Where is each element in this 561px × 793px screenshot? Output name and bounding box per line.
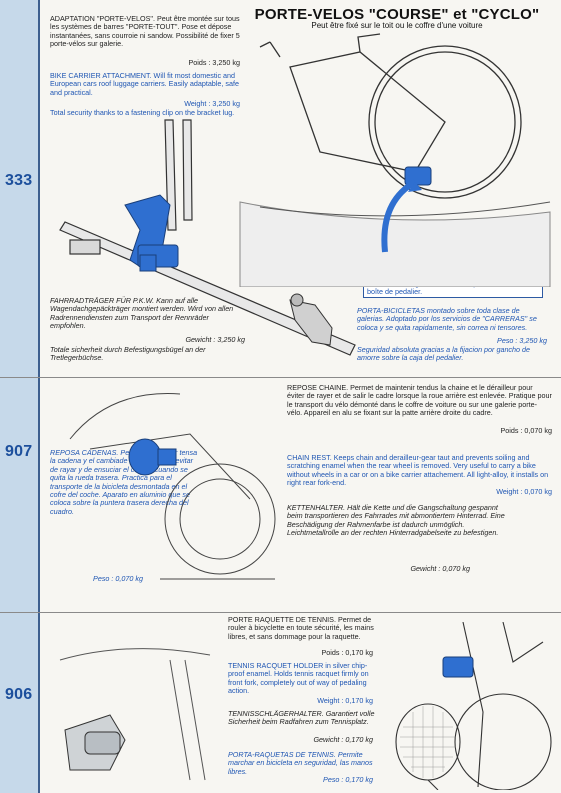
de-description: TENNISSCHLÄGERHALTER. Garantiert volle S…	[228, 709, 375, 727]
fr-description: REPOSE CHAINE. Permet de maintenir tendu…	[287, 383, 552, 418]
de-description: FAHRRADTRÄGER FÜR P.K.W. Kann auf alle W…	[50, 296, 234, 331]
es-description: PORTA-RAQUETAS DE TENNIS. Permite marcha…	[228, 750, 373, 776]
section-906: 906 PORTE RAQUETTE DE TENNIS. Permet de …	[0, 612, 561, 793]
en-description: CHAIN REST. Keeps chain and derailleur-g…	[287, 453, 549, 488]
page-subtitle: Peut être fixé sur le toit ou le coffre …	[311, 21, 483, 30]
de-description: KETTENHALTER. Hält die Kette und die Gan…	[287, 503, 505, 538]
page-title: PORTE-VELOS "COURSE" et "CYCLO"	[254, 6, 540, 23]
fr-description: ADAPTATION "PORTE-VELOS". Peut être mont…	[50, 14, 240, 49]
de-note: Totale sicherheit durch Befestigungsbüge…	[50, 345, 206, 363]
es-description: PORTA-BICICLETAS montado sobre toda clas…	[357, 306, 537, 332]
en-weight: Weight : 3,250 kg	[184, 99, 240, 108]
fr-weight: Poids : 0,070 kg	[500, 426, 552, 435]
de-weight: Gewicht : 3,250 kg	[185, 335, 245, 344]
chain-rest-illustration	[69, 393, 276, 580]
section-907: 907 REPOSE CHAINE. Permet de maintenir t…	[0, 377, 561, 613]
fr-weight: Poids : 0,170 kg	[321, 648, 373, 657]
en-description: BIKE CARRIER ATTACHMENT. Will fit most d…	[50, 71, 239, 97]
section-333: 333 PORTE-VELOS "COURSE" et "CYCLO" Peut…	[0, 0, 561, 378]
fr-weight: Poids : 3,250 kg	[188, 58, 240, 67]
es-weight: Peso : 3,250 kg	[497, 336, 547, 345]
de-weight: Gewicht : 0,070 kg	[410, 564, 470, 573]
racquet-holder-illustration	[59, 648, 211, 781]
es-weight: Peso : 0,170 kg	[323, 775, 373, 784]
product-code: 333	[5, 172, 33, 189]
product-code: 906	[5, 686, 33, 703]
bike-front-racquet-illustration	[395, 622, 552, 790]
fr-description: PORTE RAQUETTE DE TENNIS. Permet de roul…	[228, 615, 374, 641]
left-sidebar	[0, 0, 40, 793]
en-weight: Weight : 0,170 kg	[317, 696, 373, 705]
de-weight: Gewicht : 0,170 kg	[313, 735, 373, 744]
en-description: TENNIS RACQUET HOLDER in silver chip-pro…	[228, 661, 369, 696]
product-code: 907	[5, 443, 33, 460]
bike-carrier-illustration	[59, 119, 356, 356]
es-note: Seguridad absoluta gracias a la fijacion…	[357, 345, 531, 363]
car-roof-bike-illustration	[239, 33, 551, 287]
en-weight: Weight : 0,070 kg	[496, 487, 552, 496]
en-note: Total security thanks to a fastening cli…	[50, 108, 235, 117]
es-weight: Peso : 0,070 kg	[93, 574, 143, 583]
